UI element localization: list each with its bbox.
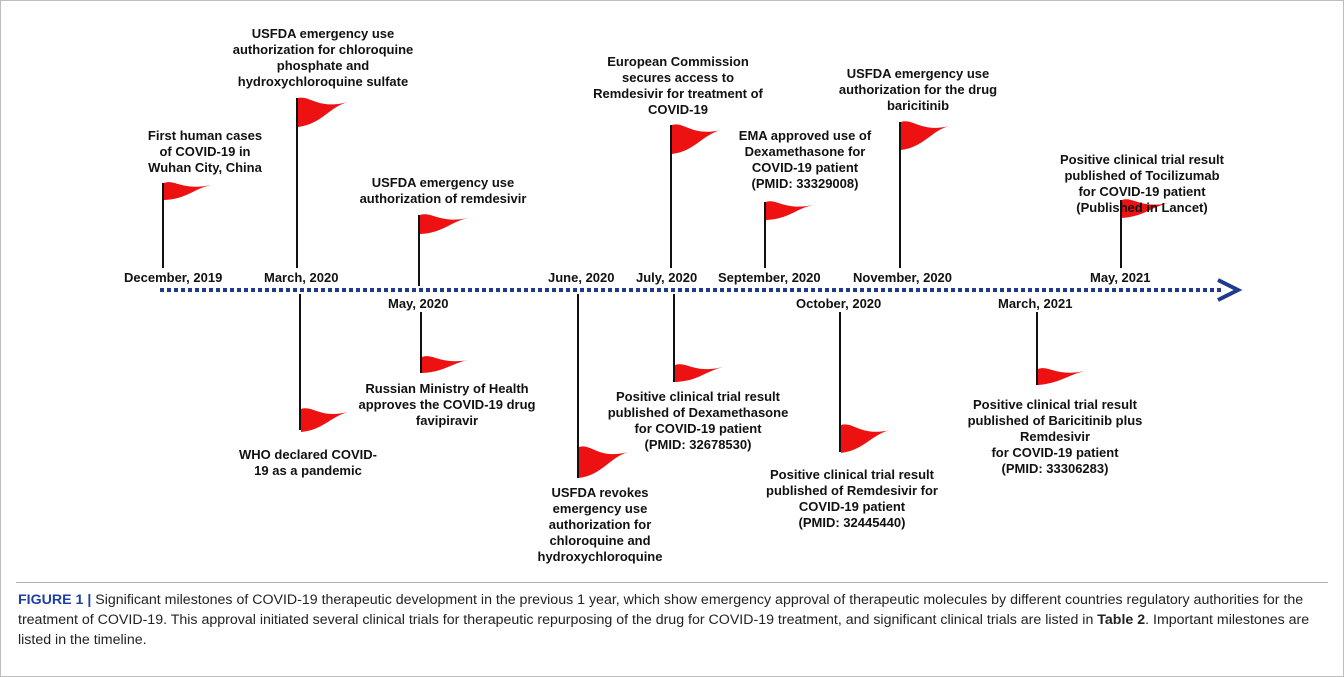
figure-caption: FIGURE 1 | Significant milestones of COV…: [18, 590, 1328, 650]
event-label-below: WHO declared COVID- 19 as a pandemic: [239, 447, 377, 478]
event-label-below: Positive clinical trial result published…: [967, 397, 1143, 476]
date-label: November, 2020: [853, 270, 953, 285]
event-label-above: Positive clinical trial result published…: [1059, 152, 1224, 215]
flag-may-2020-above: [420, 214, 468, 234]
caption-table-reference: Table 2: [1097, 612, 1146, 628]
flag-oct-2020-below: [841, 424, 890, 453]
date-label: September, 2020: [718, 270, 821, 285]
event-label-above: USFDA emergency use authorization of rem…: [359, 175, 527, 206]
flag-mar-2020-above: [298, 97, 348, 127]
flag-dec-2019: [164, 182, 211, 200]
flag-jun-2020-below: [579, 446, 628, 478]
flag-nov-2020-above: [901, 121, 949, 150]
date-label: June, 2020: [548, 270, 615, 285]
timeline-diagram: [160, 97, 1243, 478]
flag-mar-2020-below: [301, 408, 348, 432]
date-label: May, 2021: [1090, 270, 1151, 285]
event-label-below: USFDA revokes emergency use authorizatio…: [537, 485, 663, 564]
event-label-above: USFDA emergency use authorization for ch…: [232, 26, 414, 89]
caption-label: FIGURE 1 |: [18, 592, 92, 608]
caption-text-end: . Important milestones are listed in the…: [18, 612, 1310, 648]
event-label-above: EMA approved use of Dexamethasone for CO…: [738, 128, 872, 191]
date-label: October, 2020: [796, 296, 882, 311]
event-label-above: USFDA emergency use authorization for th…: [838, 66, 998, 113]
timeline-arrowhead: [1217, 278, 1243, 302]
flag-may-2020-below: [422, 356, 468, 373]
event-label-below: Positive clinical trial result published…: [607, 389, 789, 452]
event-label-above: First human cases of COVID-19 in Wuhan C…: [147, 128, 263, 175]
flag-jul-2020-above: [672, 124, 721, 154]
flag-sep-2020-above: [766, 201, 813, 220]
event-label-below: Russian Ministry of Health approves the …: [358, 381, 536, 428]
event-label-below: Positive clinical trial result published…: [766, 467, 938, 530]
date-label: March, 2021: [998, 296, 1073, 311]
flag-may-2021-above: [1122, 199, 1169, 218]
date-label: May, 2020: [388, 296, 449, 311]
caption-divider: [16, 582, 1328, 583]
flag-jul-2020-below: [675, 364, 723, 382]
flag-mar-2021-below: [1038, 368, 1085, 385]
event-label-above: European Commission secures access to Re…: [593, 54, 763, 117]
caption-text: Significant milestones of COVID-19 thera…: [18, 592, 1304, 628]
date-label: December, 2019: [124, 270, 223, 285]
date-label: March, 2020: [264, 270, 339, 285]
date-label: July, 2020: [636, 270, 698, 285]
